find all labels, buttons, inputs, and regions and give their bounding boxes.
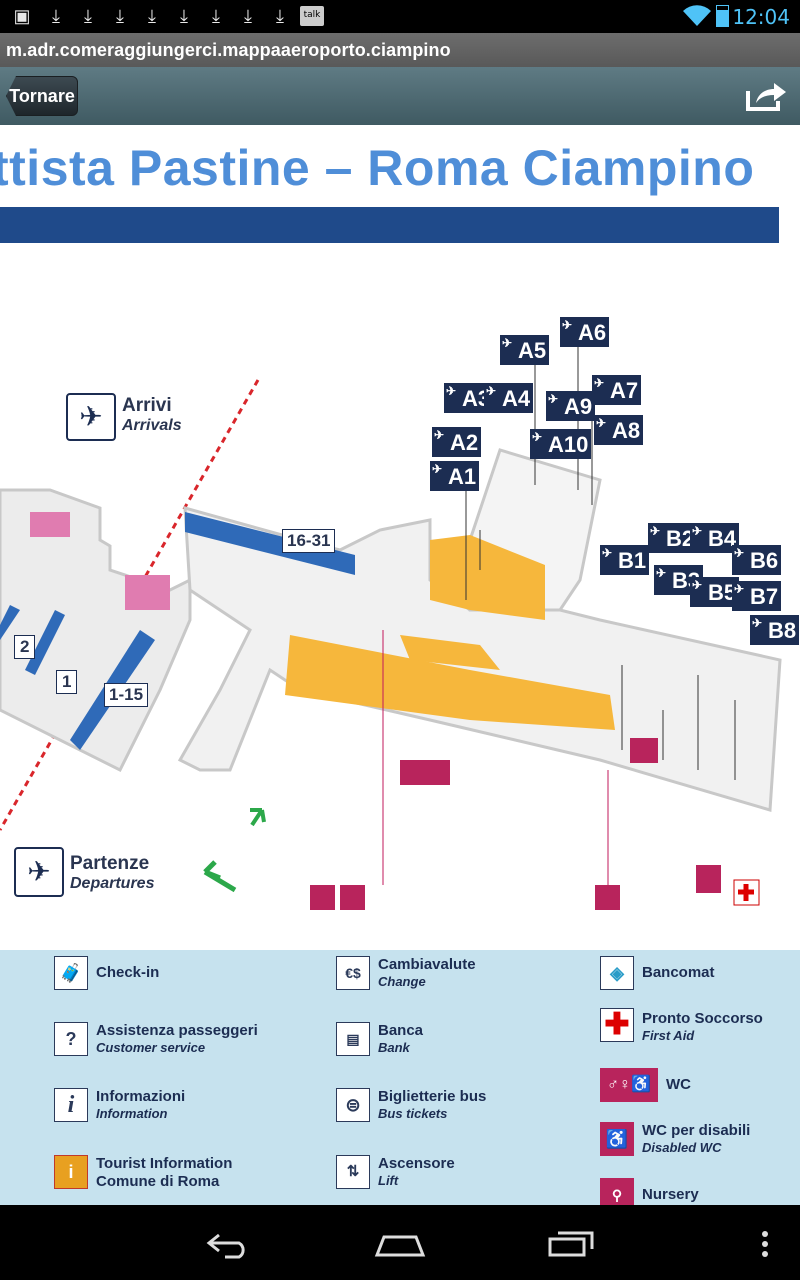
back-nav-icon[interactable] (205, 1229, 253, 1259)
system-nav-bar (0, 1205, 800, 1280)
checkin-2: 2 (14, 635, 36, 659)
menu-icon[interactable] (758, 1229, 772, 1259)
gate-a9: A9 (546, 383, 596, 421)
map-title: ttista Pastine – Roma Ciampino (0, 140, 755, 196)
gate-a8: A8 (594, 407, 644, 445)
wifi-icon (683, 5, 711, 27)
checkin-icon: 🧳 (54, 956, 88, 990)
bus-ticket-icon: ⊜ (336, 1088, 370, 1122)
download-icon: ⤓ (148, 6, 156, 26)
map-legend: 🧳 Check-in ? Assistenza passeggeri Custo… (0, 950, 800, 1205)
download-icon: ⤓ (212, 6, 220, 26)
gate-a1: A1 (430, 453, 480, 491)
share-icon[interactable] (744, 79, 788, 113)
app-toolbar: Tornare (0, 67, 800, 125)
lift-icon: ⇅ (336, 1155, 370, 1189)
recent-apps-icon[interactable] (546, 1229, 596, 1259)
battery-icon (716, 5, 729, 27)
departures-label: Partenze (70, 853, 150, 874)
tourist-info-icon: i (54, 1155, 88, 1189)
departures-icon: ✈ (14, 847, 64, 897)
arrivals-label-en: Arrivals (122, 417, 182, 434)
terminal-floorplan (0, 340, 782, 910)
talk-icon: talk (300, 6, 324, 26)
checkin-1: 1 (56, 670, 78, 694)
download-icon: ⤓ (116, 6, 124, 26)
bank-icon: ▤ (336, 1022, 370, 1056)
gate-a4: A4 (484, 375, 534, 413)
arrivals-label: Arrivi (122, 395, 172, 416)
info-icon: i (54, 1088, 88, 1122)
atm-icon: ◈ (600, 956, 634, 990)
gate-a5: A5 (500, 327, 550, 365)
download-icon: ⤓ (52, 6, 60, 26)
departures-label-en: Departures (70, 875, 155, 892)
first-aid-icon: ✚ (600, 1008, 634, 1042)
download-icon: ⤓ (276, 6, 284, 26)
gate-b8: B8 (750, 607, 800, 645)
gate-b2: B2 (648, 515, 698, 553)
checkin-1-15: 1-15 (104, 683, 149, 707)
gate-a6: A6 (560, 309, 610, 347)
gate-a7: A7 (592, 367, 642, 405)
checkin-16-31: 16-31 (282, 529, 336, 553)
back-button[interactable]: Tornare (6, 76, 78, 116)
url-bar[interactable]: m.adr.comeraggiungerci.mappaaeroporto.ci… (0, 33, 800, 67)
download-icon: ⤓ (84, 6, 92, 26)
gate-a10: A10 (530, 421, 592, 459)
gate-b7: B7 (732, 573, 782, 611)
airport-map[interactable]: ttista Pastine – Roma Ciampino (0, 125, 800, 1205)
clock: 12:04 (732, 5, 790, 29)
download-icon: ⤓ (180, 6, 188, 26)
download-icon: ⤓ (244, 6, 252, 26)
title-bar (0, 207, 779, 243)
status-bar: ▣ ⤓ ⤓ ⤓ ⤓ ⤓ ⤓ ⤓ ⤓ talk 12:04 (0, 0, 800, 33)
gate-b1: B1 (600, 537, 650, 575)
home-nav-icon[interactable] (374, 1231, 426, 1259)
arrivals-icon: ✈ (66, 393, 116, 441)
disabled-wc-icon: ♿ (600, 1122, 634, 1156)
exchange-icon: €$ (336, 956, 370, 990)
wc-icon: ♂♀♿ (600, 1068, 658, 1102)
nursery-icon: ⚲ (600, 1178, 634, 1205)
image-icon: ▣ (13, 6, 31, 26)
customer-service-icon: ? (54, 1022, 88, 1056)
gate-a2: A2 (432, 419, 482, 457)
gate-b6: B6 (732, 537, 782, 575)
